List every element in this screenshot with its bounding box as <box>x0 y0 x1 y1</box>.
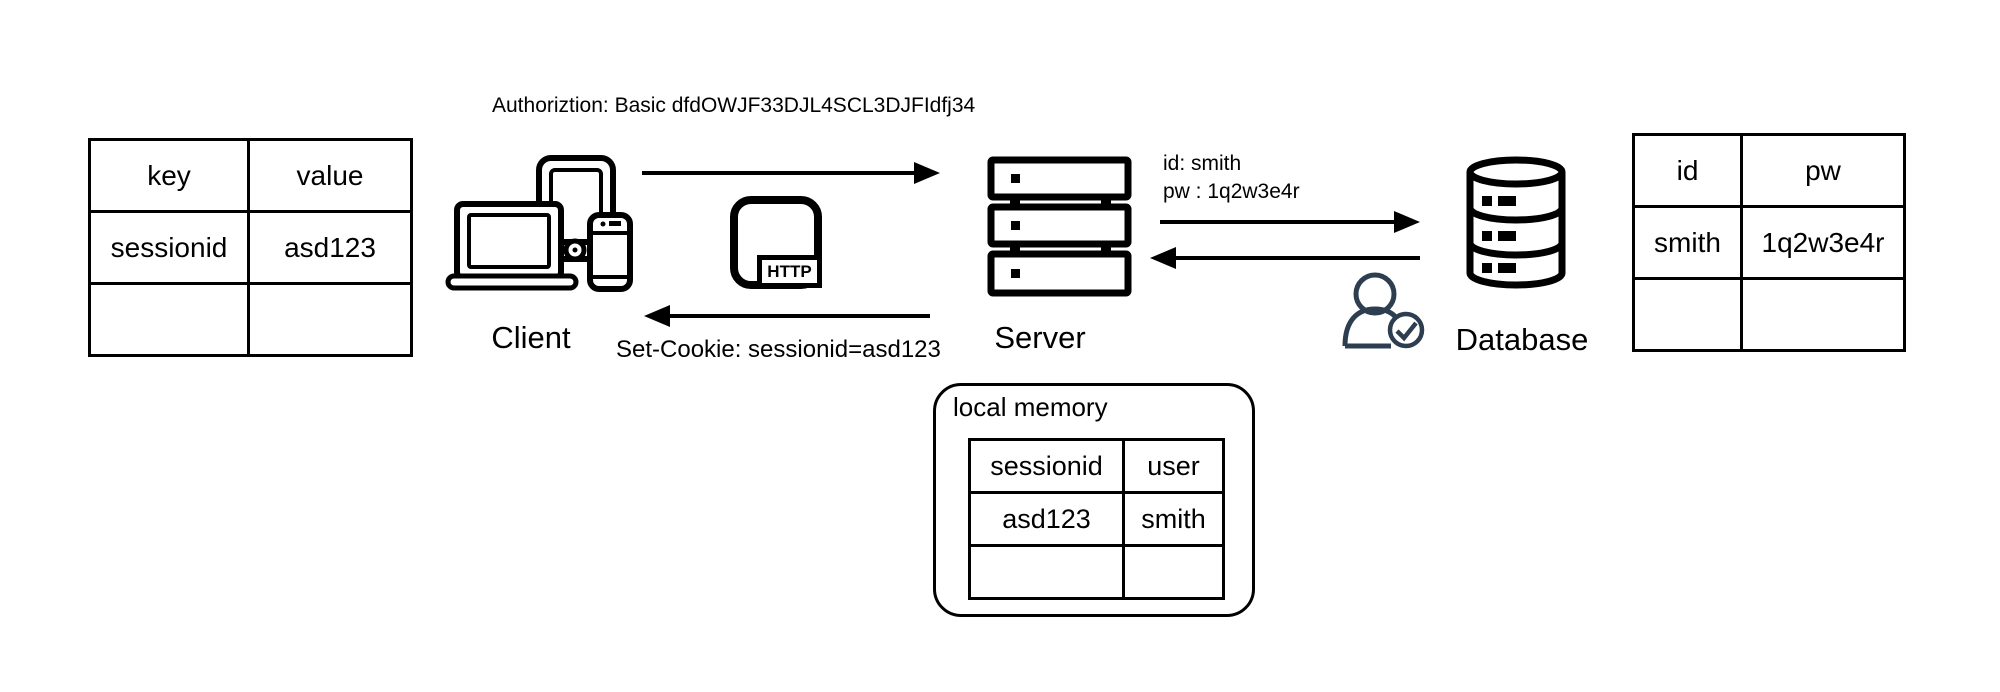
empty-cell <box>88 282 250 357</box>
empty-cell <box>247 282 413 357</box>
client-devices-icon <box>445 155 633 292</box>
server-rack-icon <box>987 156 1132 297</box>
server-to-database-arrow <box>1160 211 1420 233</box>
database-users-table: id pw smith 1q2w3e4r <box>1632 133 1906 352</box>
client-cookie-table: key value sessionid asd123 <box>88 138 413 357</box>
table-header-row: key value <box>88 138 413 213</box>
database-to-server-arrow <box>1150 247 1420 269</box>
http-badge: HTTP <box>757 255 822 288</box>
laptop-icon <box>445 201 579 291</box>
user-verified-icon <box>1342 272 1425 349</box>
server-to-client-arrow <box>644 305 930 327</box>
server-node-label: Server <box>994 320 1086 355</box>
cell-smith: smith <box>1632 205 1743 280</box>
header-cell-sessionid: sessionid <box>968 438 1125 494</box>
table-row-empty <box>1632 277 1906 352</box>
table-row-empty <box>88 282 413 357</box>
database-cylinder-icon <box>1466 156 1566 289</box>
client-to-server-arrow <box>642 162 940 184</box>
empty-cell <box>1740 277 1906 352</box>
connector-dock-icon <box>563 238 588 262</box>
table-row: asd123 smith <box>968 491 1225 547</box>
set-cookie-annotation: Set-Cookie: sessionid=asd123 <box>616 336 941 363</box>
cell-asd123: asd123 <box>968 491 1125 547</box>
header-cell-id: id <box>1632 133 1743 208</box>
db-query-id-annotation: id: smith <box>1163 152 1242 175</box>
table-row: smith 1q2w3e4r <box>1632 205 1906 280</box>
empty-cell <box>1122 544 1225 600</box>
database-node-label: Database <box>1455 322 1589 357</box>
table-row-empty <box>968 544 1225 600</box>
table-header-row: sessionid user <box>968 438 1225 494</box>
cell-password: 1q2w3e4r <box>1740 205 1906 280</box>
local-memory-label: local memory <box>953 392 1108 422</box>
cell-asd123: asd123 <box>247 210 413 285</box>
phone-icon <box>587 212 633 292</box>
cell-sessionid: sessionid <box>88 210 250 285</box>
cell-smith: smith <box>1122 491 1225 547</box>
table-header-row: id pw <box>1632 133 1906 208</box>
empty-cell <box>1632 277 1743 352</box>
header-cell-pw: pw <box>1740 133 1906 208</box>
empty-cell <box>968 544 1125 600</box>
header-cell-value: value <box>247 138 413 213</box>
db-query-pw-annotation: pw : 1q2w3e4r <box>1163 180 1300 203</box>
header-cell-user: user <box>1122 438 1225 494</box>
header-cell-key: key <box>88 138 250 213</box>
local-memory-table: sessionid user asd123 smith <box>968 438 1225 600</box>
authorization-header-annotation: Authoriztion: Basic dfdOWJF33DJL4SCL3DJF… <box>492 94 976 117</box>
table-row: sessionid asd123 <box>88 210 413 285</box>
client-node-label: Client <box>491 320 571 355</box>
